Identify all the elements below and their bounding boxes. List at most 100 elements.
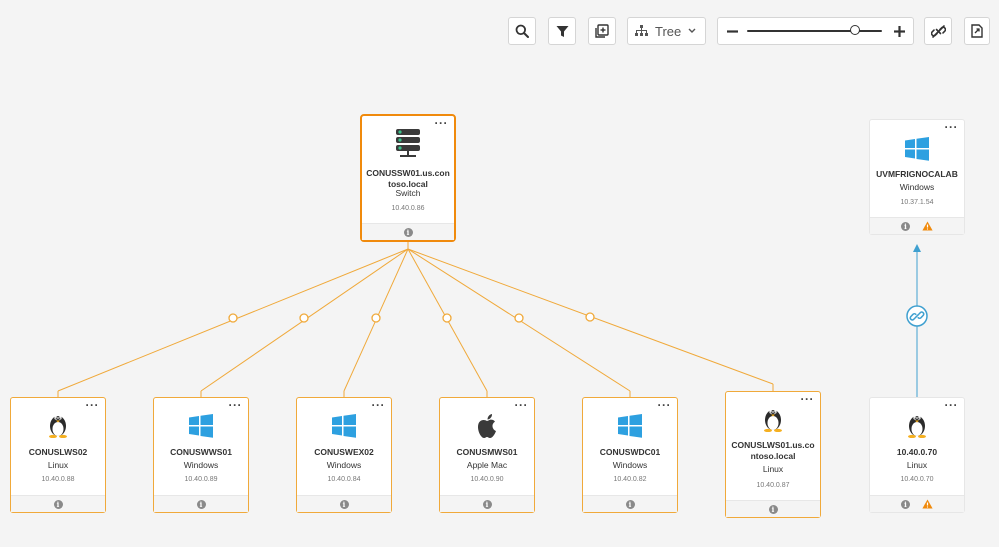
info-icon[interactable]: i: [625, 499, 635, 509]
info-icon[interactable]: i: [339, 499, 349, 509]
link-port-marker: [371, 313, 381, 323]
info-icon[interactable]: i: [482, 499, 492, 509]
minus-icon: [726, 29, 738, 33]
device-type: Switch: [395, 188, 421, 198]
device-node-conuslws01[interactable]: ··· CONUSLWS01.us.contoso.local Linux 10…: [725, 391, 821, 518]
device-os: Windows: [899, 182, 935, 192]
node-footer: i: [870, 217, 964, 234]
search-icon: [515, 24, 529, 38]
windows-icon: [188, 414, 214, 438]
device-ip: 10.40.0.86: [391, 205, 425, 212]
node-footer: i: [726, 500, 820, 517]
node-more-menu[interactable]: ···: [228, 398, 242, 412]
view-mode-label: Tree: [655, 23, 682, 39]
device-name: CONUSWDC01: [599, 447, 661, 457]
unlink-button[interactable]: [924, 17, 952, 45]
add-layer-icon: [595, 24, 609, 38]
node-footer: i: [154, 495, 248, 512]
zoom-in-button[interactable]: [886, 18, 912, 44]
linux-icon: [47, 412, 69, 438]
chevron-down-icon: [688, 28, 696, 33]
device-ip: 10.37.1.54: [900, 199, 934, 206]
info-icon[interactable]: i: [196, 499, 206, 509]
node-more-menu[interactable]: ···: [514, 398, 528, 412]
view-mode-select[interactable]: Tree: [627, 17, 706, 45]
info-icon[interactable]: i: [901, 221, 910, 231]
device-node-10-40-0-70[interactable]: ··· 10.40.0.70 Linux 10.40.0.70 i: [869, 397, 965, 513]
device-name: CONUSMWS01: [456, 447, 518, 457]
device-name: 10.40.0.70: [896, 447, 938, 457]
device-os: Windows: [326, 460, 362, 470]
windows-icon: [331, 414, 357, 438]
device-os: Windows: [183, 460, 219, 470]
node-footer: i: [870, 495, 964, 512]
zoom-slider-thumb[interactable]: [850, 25, 860, 35]
node-more-menu[interactable]: ···: [944, 120, 958, 134]
zoom-control: [717, 17, 914, 45]
apple-icon: [476, 413, 498, 439]
link-port-marker: [442, 313, 452, 323]
export-icon: [971, 24, 983, 38]
plus-icon: [893, 25, 905, 37]
device-name: CONUSLWS01.us.contoso.local: [731, 440, 815, 461]
node-more-menu[interactable]: ···: [434, 116, 448, 130]
device-ip: 10.40.0.82: [613, 476, 647, 483]
node-footer: i: [11, 495, 105, 512]
node-more-menu[interactable]: ···: [85, 398, 99, 412]
device-os: Linux: [47, 460, 69, 470]
device-name: CONUSWEX02: [314, 447, 374, 457]
device-node-uvmfrignocalab[interactable]: ··· UVMFRIGNOCALAB Windows 10.37.1.54 i: [869, 119, 965, 235]
device-name: CONUSLWS02: [28, 447, 88, 457]
device-name: UVMFRIGNOCALAB: [876, 169, 958, 179]
info-icon[interactable]: i: [901, 499, 910, 509]
add-group-button[interactable]: [588, 17, 616, 45]
info-icon[interactable]: i: [403, 227, 413, 237]
device-node-conuswex02[interactable]: ··· CONUSWEX02 Windows 10.40.0.84 i: [296, 397, 392, 513]
switch-icon: [395, 128, 421, 158]
linux-icon: [906, 412, 928, 438]
node-more-menu[interactable]: ···: [371, 398, 385, 412]
filter-icon: [556, 25, 568, 37]
zoom-slider-track[interactable]: [747, 30, 882, 32]
warning-icon[interactable]: [922, 221, 933, 231]
node-more-menu[interactable]: ···: [944, 398, 958, 412]
device-ip: 10.40.0.70: [900, 476, 934, 483]
device-ip: 10.40.0.84: [327, 476, 361, 483]
zoom-out-button[interactable]: [719, 18, 745, 44]
link-port-marker: [585, 312, 595, 322]
linux-icon: [762, 406, 784, 432]
device-node-switch[interactable]: ··· CONUSSW01.us.contoso.local Switch 10…: [360, 114, 456, 242]
device-node-conuslws02[interactable]: ··· CONUSLWS02 Linux 10.40.0.88 i: [10, 397, 106, 513]
link-port-marker: [514, 313, 524, 323]
link-port-marker: [228, 313, 238, 323]
device-os: Linux: [762, 464, 784, 474]
link-port-marker: [299, 313, 309, 323]
device-os: Apple Mac: [466, 460, 508, 470]
warning-icon[interactable]: [922, 499, 933, 509]
node-more-menu[interactable]: ···: [657, 398, 671, 412]
node-footer: i: [440, 495, 534, 512]
info-icon[interactable]: i: [53, 499, 63, 509]
device-node-conusmws01[interactable]: ··· CONUSMWS01 Apple Mac 10.40.0.90 i: [439, 397, 535, 513]
device-node-conuswdc01[interactable]: ··· CONUSWDC01 Windows 10.40.0.82 i: [582, 397, 678, 513]
device-name: CONUSSW01.us.contoso.local: [366, 168, 450, 189]
node-more-menu[interactable]: ···: [800, 392, 814, 406]
node-footer: i: [583, 495, 677, 512]
tree-icon: [635, 25, 648, 36]
device-name: CONUSWWS01: [170, 447, 232, 457]
node-footer: i: [362, 223, 454, 240]
device-os: Windows: [612, 460, 648, 470]
windows-icon: [904, 137, 930, 161]
unlink-icon: [930, 24, 946, 38]
device-node-conuswws01[interactable]: ··· CONUSWWS01 Windows 10.40.0.89 i: [153, 397, 249, 513]
device-ip: 10.40.0.87: [756, 482, 790, 489]
info-icon[interactable]: i: [768, 504, 778, 514]
filter-button[interactable]: [548, 17, 576, 45]
device-ip: 10.40.0.89: [184, 476, 218, 483]
node-footer: i: [297, 495, 391, 512]
search-button[interactable]: [508, 17, 536, 45]
export-button[interactable]: [964, 17, 990, 45]
windows-icon: [617, 414, 643, 438]
